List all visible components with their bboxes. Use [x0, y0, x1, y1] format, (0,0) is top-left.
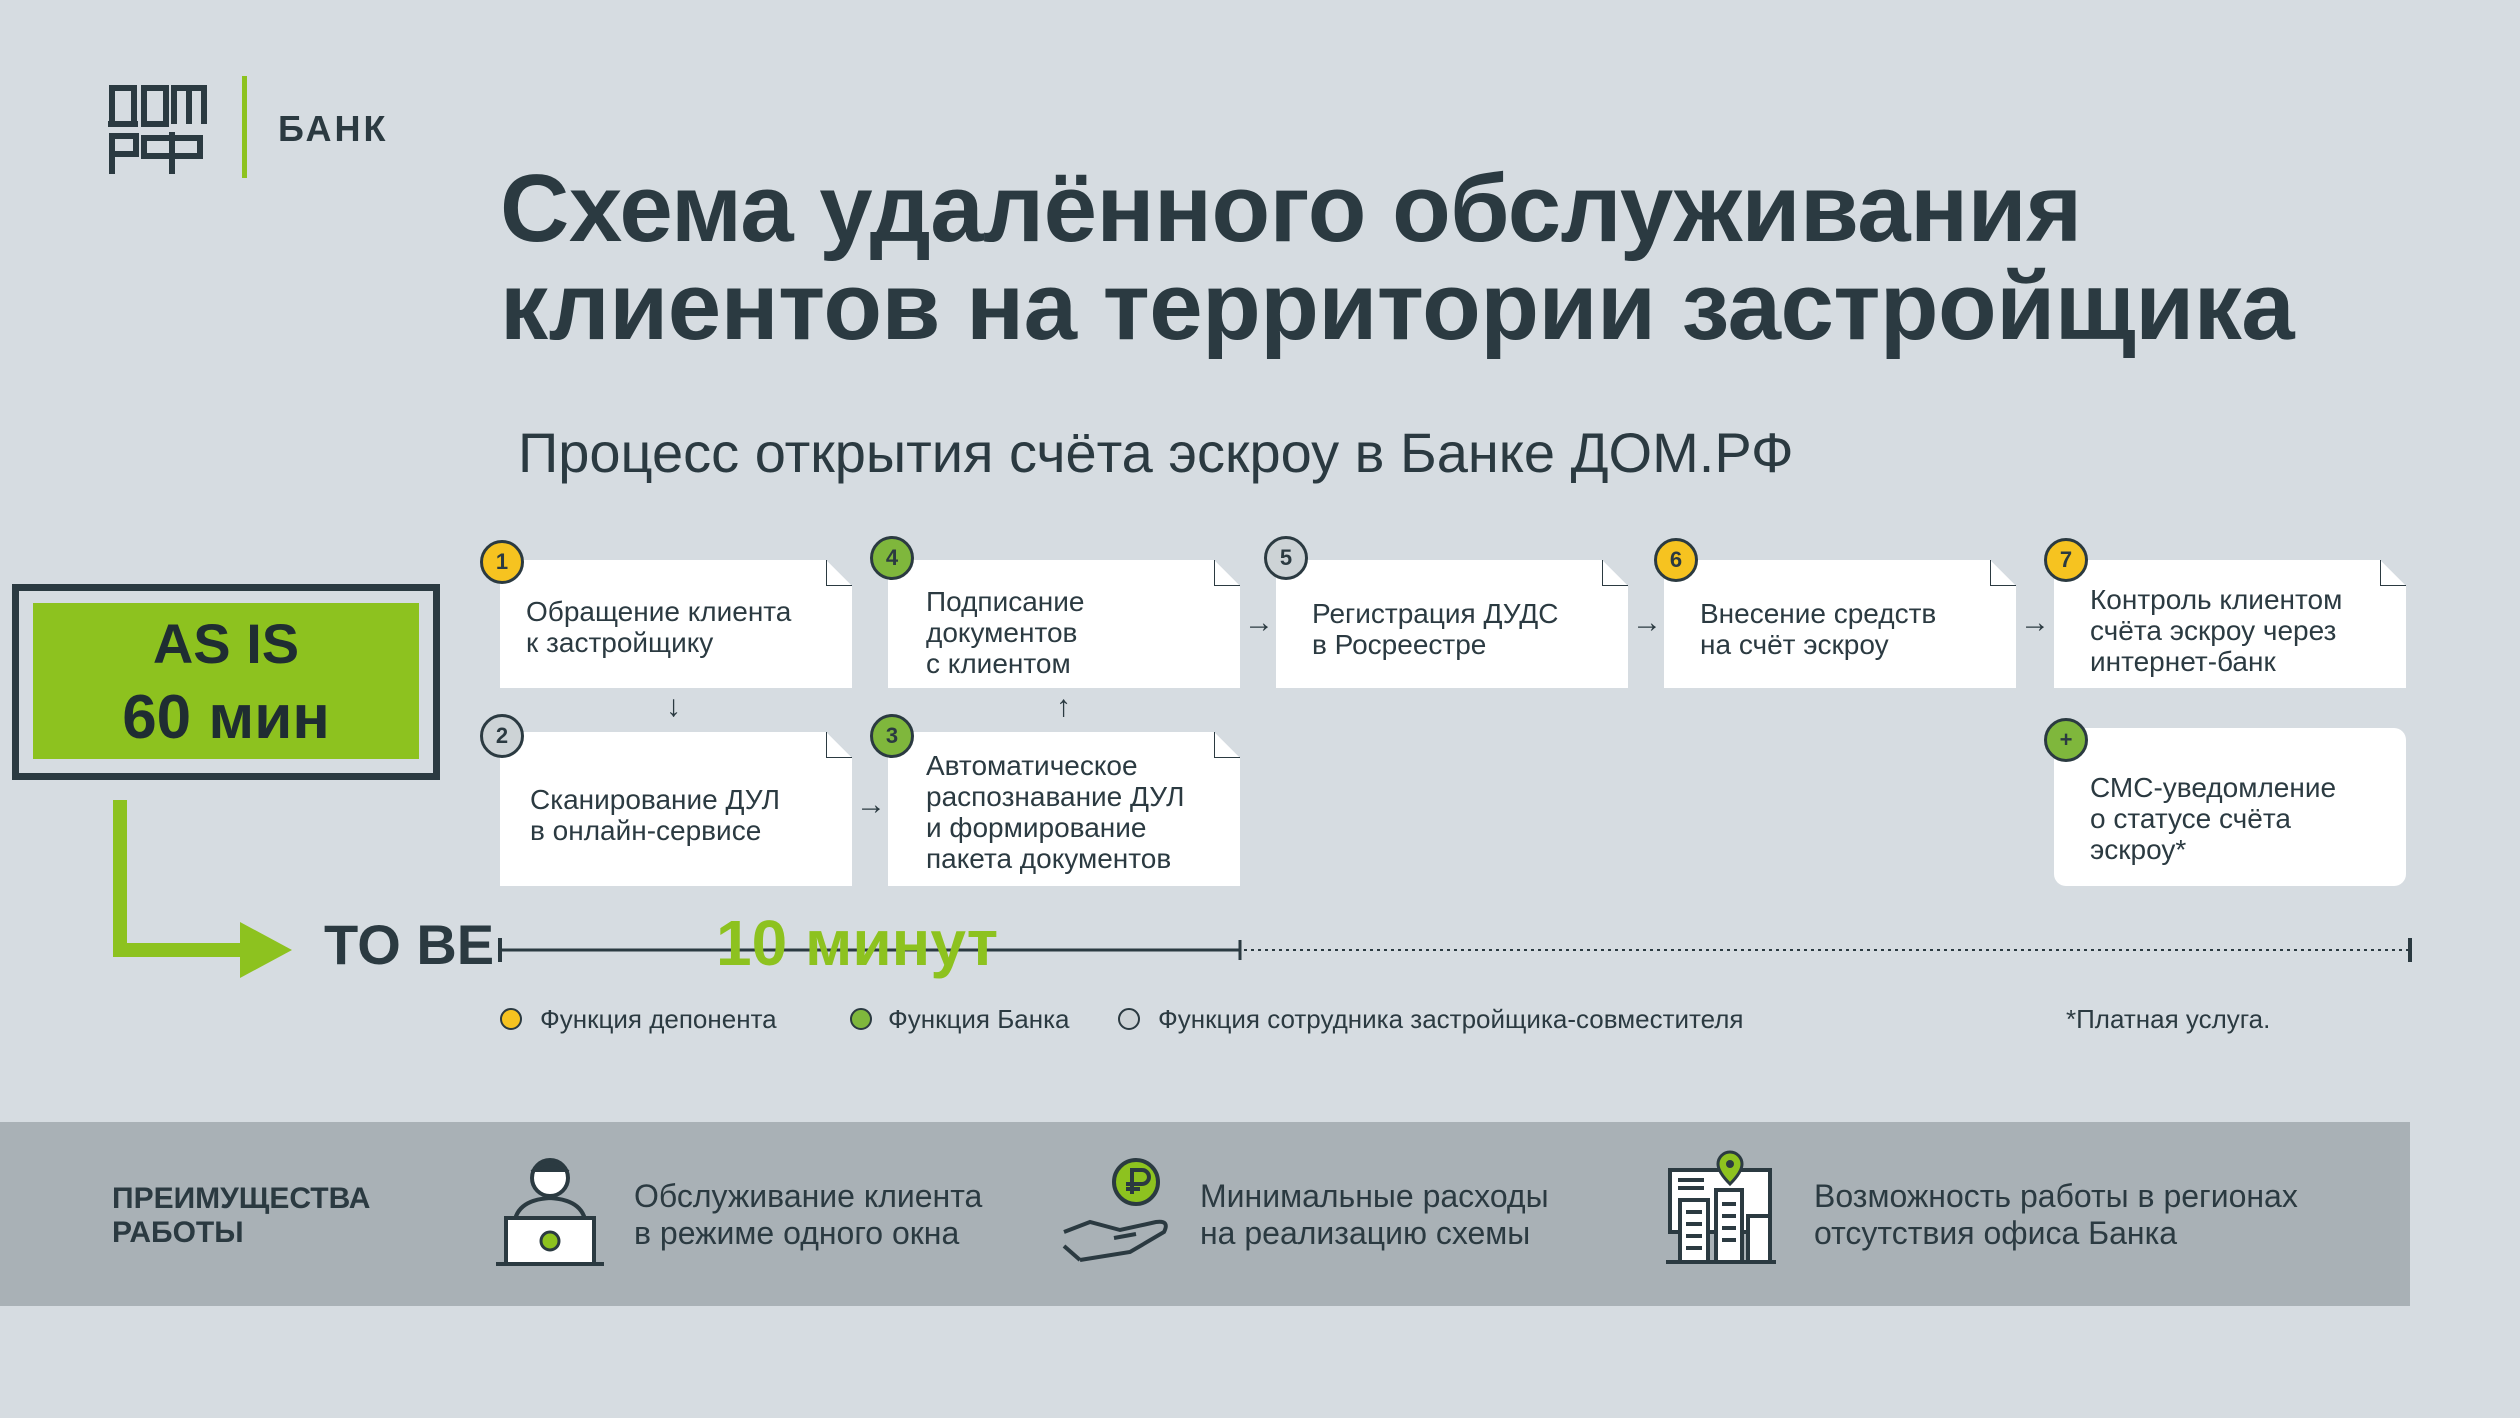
step-card-2: Сканирование ДУЛ в онлайн-сервисе: [500, 732, 852, 886]
city-location-icon: [1666, 1150, 1776, 1264]
page-fold-icon: [1214, 560, 1240, 586]
timeline: [498, 938, 2412, 962]
step-text-1: Обращение клиента к застройщику: [526, 596, 792, 658]
page-title: Схема удалённого обслуживания клиентов н…: [500, 155, 2295, 360]
page-fold-icon: [826, 560, 852, 586]
legend-dot-developer: [1118, 1008, 1140, 1030]
step-card-6: Внесение средств на счёт эскроу: [1664, 560, 2016, 688]
page-fold-icon: [1602, 560, 1628, 586]
page-fold-icon: [1990, 560, 2016, 586]
step-badge-4: 4: [870, 536, 914, 580]
legend: Функция депонента Функция Банка Функция …: [500, 1004, 1800, 1044]
dom-rf-logo-mark: [108, 85, 207, 174]
logo-separator: [242, 76, 247, 178]
step-badge-6: 6: [1654, 538, 1698, 582]
as-is-duration: 60 мин: [122, 683, 330, 752]
as-is-to-be-arrow: [113, 800, 292, 978]
step-badge-3: 3: [870, 714, 914, 758]
legend-dot-bank: [850, 1008, 872, 1030]
advantage-text-2: Минимальные расходы на реализацию схемы: [1200, 1178, 1549, 1251]
arrow-5-to-6: →: [1632, 606, 1662, 639]
step-card-1: Обращение клиента к застройщику: [500, 560, 852, 688]
step-card-sms: СМС-уведомление о статусе счёта эскроу*: [2054, 728, 2406, 886]
arrow-1-to-2: ↓: [666, 690, 681, 723]
step-badge-2: 2: [480, 714, 524, 758]
step-card-4: Подписание документов с клиентом: [888, 560, 1240, 688]
advantages-heading: ПРЕИМУЩЕСТВА РАБОТЫ: [112, 1182, 371, 1249]
dom-rf-logo: [108, 78, 208, 178]
step-badge-7: 7: [2044, 538, 2088, 582]
step-text-4: Подписание документов с клиентом: [926, 586, 1085, 679]
arrow-4-to-5: →: [1244, 606, 1274, 639]
step-card-7: Контроль клиентом счёта эскроу через инт…: [2054, 560, 2406, 688]
logo-bank-word: БАНК: [278, 108, 389, 149]
step-badge-1: 1: [480, 540, 524, 584]
step-text-5: Регистрация ДУДС в Росреестре: [1312, 598, 1559, 660]
legend-dot-depositor: [500, 1008, 522, 1030]
step-card-3: Автоматическое распознавание ДУЛ и форми…: [888, 732, 1240, 886]
footnote: *Платная услуга.: [2066, 1004, 2271, 1034]
step-badge-sms: +: [2044, 718, 2088, 762]
advantages-band: ПРЕИМУЩЕСТВА РАБОТЫ Обслуживание клиента…: [0, 1122, 2410, 1306]
operator-laptop-icon: [496, 1158, 604, 1266]
page-subtitle: Процесс открытия счёта эскроу в Банке ДО…: [518, 421, 1794, 484]
as-is-inner: AS IS 60 мин: [33, 603, 419, 759]
legend-label-developer: Функция сотрудника застройщика-совместит…: [1158, 1004, 1744, 1034]
page-fold-icon: [1214, 732, 1240, 758]
page-fold-icon: [2380, 560, 2406, 586]
page-fold-icon: [826, 732, 852, 758]
advantage-text-1: Обслуживание клиента в режиме одного окн…: [634, 1178, 983, 1251]
to-be-duration: 10 минут: [716, 907, 999, 979]
step-text-7: Контроль клиентом счёта эскроу через инт…: [2090, 584, 2343, 677]
step-card-5: Регистрация ДУДС в Росреестре: [1276, 560, 1628, 688]
legend-label-bank: Функция Банка: [888, 1004, 1070, 1034]
ruble-hand-icon: [1062, 1158, 1168, 1262]
advantage-text-3: Возможность работы в регионах отсутствия…: [1814, 1178, 2298, 1251]
step-text-sms: СМС-уведомление о статусе счёта эскроу*: [2090, 772, 2337, 865]
step-text-2: Сканирование ДУЛ в онлайн-сервисе: [530, 784, 781, 846]
as-is-box: AS IS 60 мин: [12, 584, 440, 780]
arrow-6-to-7: →: [2020, 606, 2050, 639]
to-be-label: TO BE: [324, 913, 495, 976]
step-text-6: Внесение средств на счёт эскроу: [1700, 598, 1937, 660]
legend-label-depositor: Функция депонента: [540, 1004, 777, 1034]
step-text-3: Автоматическое распознавание ДУЛ и форми…: [926, 750, 1185, 874]
arrow-2-to-3: →: [856, 788, 886, 821]
arrow-3-to-4: ↑: [1056, 690, 1071, 723]
as-is-label: AS IS: [152, 612, 300, 675]
step-badge-5: 5: [1264, 536, 1308, 580]
